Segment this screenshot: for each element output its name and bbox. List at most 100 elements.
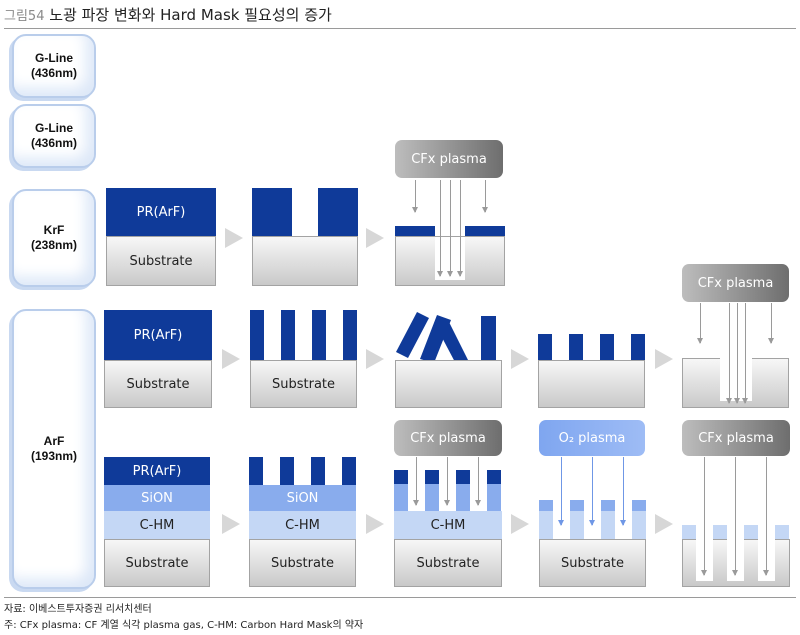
cfx-plasma-box: CFx plasma [682,420,790,456]
chm-label: C-HM [285,517,320,533]
label-arf: ArF(193nm) [12,309,96,589]
pr-label: PR(ArF) [132,463,182,479]
sion-pattern [632,500,646,511]
substrate-label: Substrate [126,376,190,392]
pr-label: PR(ArF) [133,327,183,343]
pr-pattern [487,470,501,484]
substrate-label: Substrate [129,253,193,269]
pr-pattern [312,310,326,360]
pr-pattern [311,457,325,485]
chm-label: C-HM [430,517,466,533]
sion-pattern [601,500,615,511]
collapsed-pr-pattern [396,312,496,362]
plasma-ray-icon [413,457,419,506]
substrate [538,360,645,408]
substrate [249,539,356,587]
pr-pattern [342,457,356,485]
sion-pattern [487,484,501,511]
sion-pattern [425,484,439,511]
pr-pattern [343,310,357,360]
label-wavelength: (238nm) [30,238,77,252]
plasma-ray-icon [482,180,488,213]
pr-layer [104,457,210,485]
pr-pattern [600,334,614,360]
plasma-ray-icon [620,457,626,526]
plasma-ray-icon [697,303,703,344]
substrate [104,539,210,587]
label-name: ArF [43,434,65,448]
cfx-plasma-box: CFx plasma [682,264,789,302]
footnote: 주: CFx plasma: CF 계열 식각 plasma gas, C-HM… [4,620,364,631]
label-name: KrF [43,223,65,237]
label-gline-1: G-Line(436nm) [12,34,96,98]
label-wavelength: (436nm) [30,136,77,150]
step-arrow-icon [222,349,240,369]
chm-layer [104,511,210,539]
pr-pattern [394,470,408,484]
plasma-ray-icon [768,303,774,344]
substrate-label: Substrate [560,555,625,571]
plasma-ray-icon [447,180,453,277]
figure-title-text: 노광 파장 변화와 Hard Mask 필요성의 증가 [49,6,332,24]
substrate [250,360,357,408]
chm-label: C-HM [139,517,175,533]
plasma-ray-icon [558,457,564,526]
pr-pattern [631,334,645,360]
step-arrow-icon [366,228,384,248]
substrate-label: Substrate [271,376,336,392]
sion-label: SiON [141,490,173,506]
plasma-ray-icon [732,457,738,576]
pr-layer [104,310,212,360]
substrate [395,360,502,408]
bottom-rule [4,597,796,598]
substrate [394,539,502,587]
plasma-ray-icon [726,303,732,404]
label-wavelength: (193nm) [30,449,77,463]
step-arrow-icon [366,514,384,534]
plasma-ray-icon [457,180,463,277]
chm-pattern [713,525,727,539]
plasma-ray-icon [734,303,740,404]
pr-pattern [569,334,583,360]
sion-label: SiON [286,490,319,506]
substrate-label: Substrate [416,555,480,571]
chm-pattern [775,525,789,539]
step-arrow-icon [225,228,243,248]
sion-layer [104,485,210,511]
chm-pattern [744,525,758,539]
step-arrow-icon [511,349,529,369]
plasma-ray-icon [444,457,450,506]
figure-number: 그림54 [4,9,45,24]
cfx-plasma-box: CFx plasma [394,420,502,456]
label-gline-2: G-Line(436nm) [12,104,96,168]
chm-pattern [601,511,615,539]
substrate [106,236,216,286]
pr-pattern [395,226,435,236]
substrate [104,360,212,408]
substrate-label: Substrate [270,555,335,571]
pr-pattern [249,457,263,485]
plasma-ray-icon [701,457,707,576]
step-arrow-icon [655,349,673,369]
source-note: 자료: 이베스트투자증권 리서치센터 [4,604,152,615]
chm-pattern [632,511,646,539]
pr-pattern [318,188,358,236]
sion-pattern [570,500,584,511]
pr-pattern [281,310,295,360]
chm-layer [394,511,502,539]
step-arrow-icon [366,349,384,369]
label-wavelength: (436nm) [30,66,77,80]
plasma-ray-icon [437,180,443,277]
substrate [539,539,646,587]
substrate-label: Substrate [125,555,189,571]
top-rule [4,28,796,29]
plasma-ray-icon [412,180,418,213]
pr-pattern [538,334,552,360]
step-arrow-icon [655,514,673,534]
cfx-plasma-box: CFx plasma [395,140,503,178]
chm-layer [249,511,356,539]
chm-pattern [682,525,696,539]
pr-pattern [425,470,439,484]
sion-pattern [539,500,553,511]
o2-plasma-box: O₂ plasma [539,420,645,456]
